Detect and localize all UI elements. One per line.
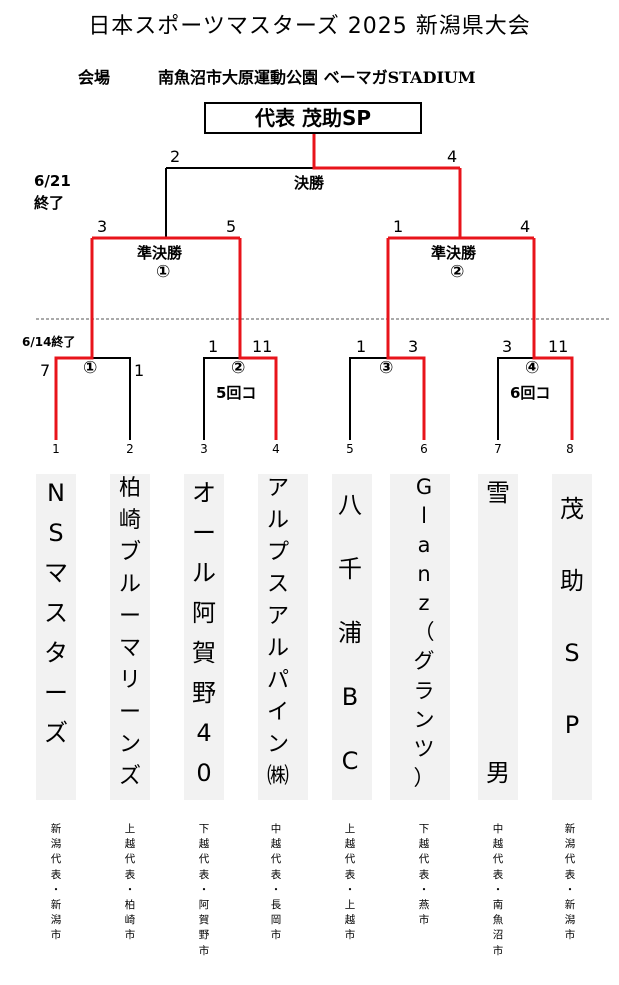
team-column-bg	[110, 474, 150, 800]
final-left-score: 2	[170, 147, 181, 166]
venue-name: 南魚沼市大原運動公園 ベーマガSTADIUM	[158, 68, 476, 87]
match4-right-score: 11	[548, 337, 569, 356]
team-region: 中越代表・長岡市	[270, 823, 282, 942]
tournament-title: 日本スポーツマスターズ 2025 新潟県大会	[88, 14, 531, 39]
seed-number: 3	[200, 442, 208, 456]
seed-number: 6	[420, 442, 428, 456]
team-region: 新潟代表・新潟市	[50, 823, 62, 942]
bracket-line	[349, 357, 388, 440]
match1-left-score: 7	[40, 361, 51, 380]
team-column-bg	[390, 474, 450, 800]
match3-right-score: 3	[408, 337, 419, 356]
match3-number: ③	[379, 358, 394, 378]
match1-number: ①	[83, 358, 98, 378]
match4-left-score: 3	[502, 337, 513, 356]
winner-line	[532, 238, 574, 440]
match2-right-score: 11	[252, 337, 273, 356]
semi1-left-score: 3	[97, 217, 108, 236]
semi2-right-score: 4	[520, 217, 531, 236]
winner-line	[312, 134, 460, 170]
winner-line	[54, 238, 94, 440]
team-region: 新潟代表・新潟市	[564, 823, 576, 942]
first-round-date: 6/14終了	[22, 335, 76, 349]
semi2-number: ②	[450, 262, 465, 282]
match4-number: ④	[525, 358, 540, 378]
team-column-bg	[184, 474, 224, 800]
final-label: 決勝	[294, 174, 325, 192]
seed-number: 7	[494, 442, 502, 456]
team-region: 上越代表・上越市	[344, 823, 356, 942]
team-name: アルプスアルパイン㈱	[266, 476, 289, 789]
seed-number: 4	[272, 442, 280, 456]
match2-note: 5回コ	[216, 384, 257, 402]
team-column-bg	[552, 474, 592, 800]
semi2-label: 準決勝	[431, 244, 477, 262]
semi1-number: ①	[156, 262, 171, 282]
final-date: 6/21	[34, 172, 71, 190]
match1-right-score: 1	[134, 361, 145, 380]
team-column-bg	[332, 474, 372, 800]
seed-number: 8	[566, 442, 574, 456]
match2-left-score: 1	[208, 337, 219, 356]
venue-label: 会場	[78, 68, 111, 87]
final-right-score: 4	[447, 147, 458, 166]
semi1-right-score: 5	[226, 217, 237, 236]
team-region: 中越代表・南魚沼市	[492, 823, 504, 957]
team-region: 下越代表・燕市	[418, 823, 430, 927]
team-column-bg	[36, 474, 76, 800]
semi1-label: 準決勝	[137, 244, 183, 262]
team-column-bg	[258, 474, 308, 800]
team-region: 上越代表・柏崎市	[124, 823, 136, 942]
match3-left-score: 1	[356, 337, 367, 356]
winner-line	[386, 238, 426, 440]
bracket-line	[203, 357, 240, 440]
seed-number: 2	[126, 442, 134, 456]
match2-number: ②	[231, 358, 246, 378]
seed-number: 5	[346, 442, 354, 456]
semi2-left-score: 1	[393, 217, 404, 236]
seed-number: 1	[52, 442, 60, 456]
bracket-line	[92, 357, 131, 440]
team-region: 下越代表・阿賀野市	[198, 823, 210, 957]
team-column-bg	[478, 474, 518, 800]
team-name: 柏崎ブルーマリーンズ	[118, 476, 141, 789]
match4-note: 6回コ	[510, 384, 551, 402]
champion-box: 代表 茂助SP	[204, 102, 422, 134]
team-name: 雪男	[486, 479, 510, 787]
winner-line	[238, 238, 278, 440]
bracket-line	[497, 357, 534, 440]
final-status: 終了	[34, 194, 65, 212]
